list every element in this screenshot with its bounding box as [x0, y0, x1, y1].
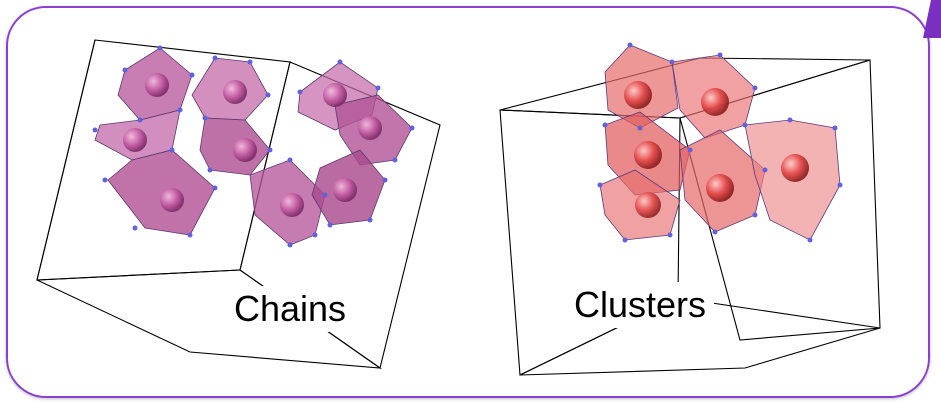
chains-octahedra	[92, 45, 415, 248]
corner-decoration	[923, 0, 941, 38]
chains-unit-cell	[36, 39, 441, 369]
clusters-octahedra	[597, 42, 843, 243]
clusters-label: Clusters	[566, 282, 715, 328]
chains-label: Chains	[226, 286, 355, 332]
